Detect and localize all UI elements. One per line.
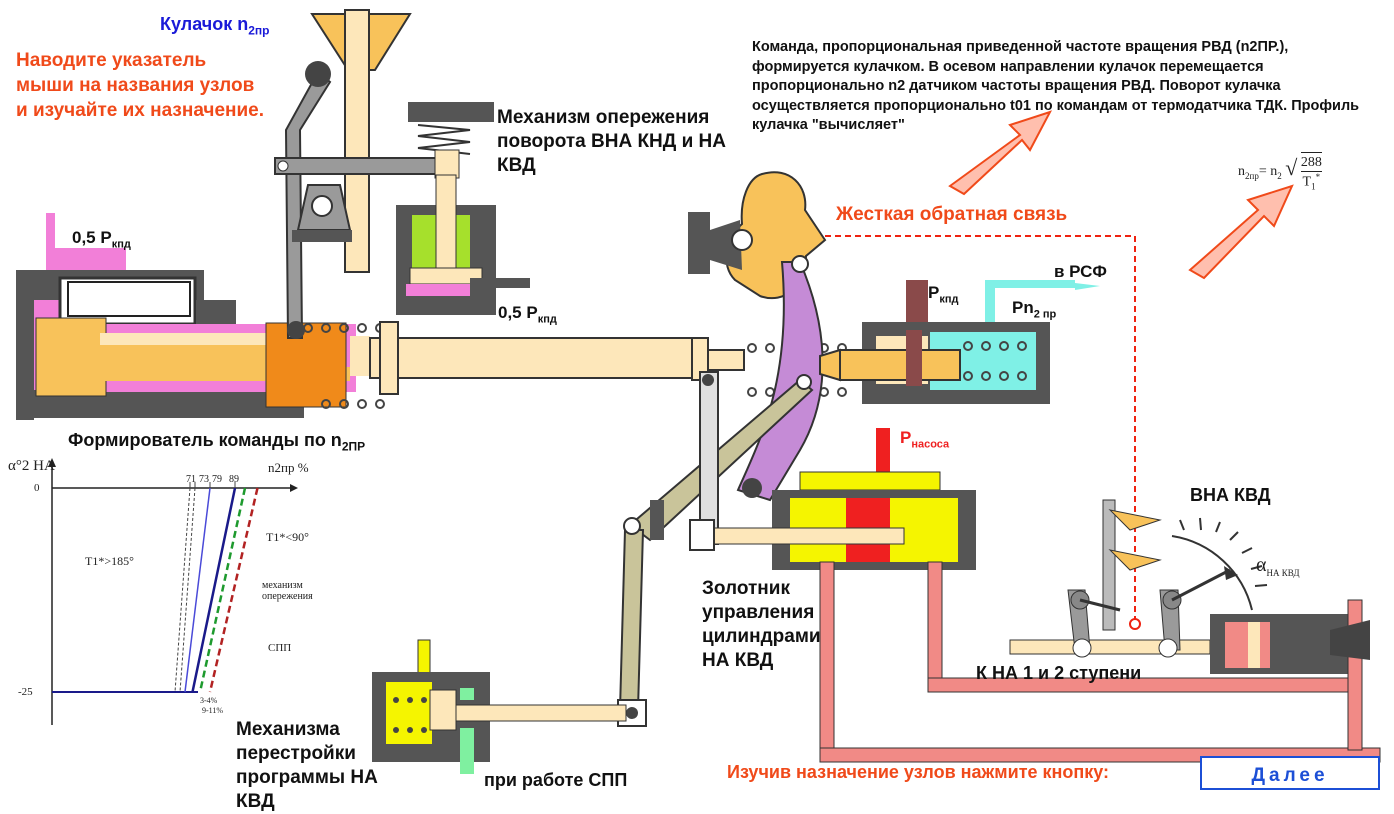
p-half-left-label: 0,5 Ркпд [72, 228, 131, 250]
cam-label[interactable]: Кулачок n2пр [160, 14, 269, 38]
former-label-text: Формирователь команды по n [68, 430, 342, 450]
formula-lhs: n [1238, 163, 1245, 179]
chart-annot-hot: Т1*>185° [85, 554, 134, 568]
study-hint: Изучив назначение узлов нажмите кнопку: [727, 762, 1110, 782]
cam-lever[interactable] [274, 61, 456, 339]
chart-annot-34: 3-4% [200, 696, 218, 705]
chart-annot-advance: механизм опережения [262, 580, 313, 602]
main-shaft [369, 321, 745, 395]
p-pump-text: Р [900, 428, 912, 447]
alpha-chart [48, 458, 298, 725]
hydromechanical-diagram [16, 9, 1381, 774]
sensor-spring-dots [963, 341, 1027, 381]
formula-den-sub: 1 [1311, 181, 1316, 192]
chart-y-arrow [48, 458, 56, 467]
chart-series-line-2 [184, 487, 211, 693]
spp-mode-label: при работе СПП [484, 770, 628, 790]
rigid-feedback-line [825, 235, 1136, 625]
alpha-sub: НА КВД [1266, 568, 1300, 578]
p-half-mid-label: 0,5 Ркпд [498, 303, 557, 325]
chart-series-group [174, 482, 259, 693]
formula-den-text: T [1302, 174, 1312, 190]
formula-fraction: 288 T1* [1300, 152, 1322, 191]
chart-xtick-1: 73 [199, 474, 209, 485]
sqrt-sign: √ [1285, 154, 1298, 180]
pn2-sub: 2 пр [1033, 308, 1057, 321]
alpha-text: α [1256, 554, 1267, 576]
chart-ytick-0: 0 [34, 482, 40, 494]
reprogram-label[interactable]: Механизма перестройки программы НА КВД [236, 719, 378, 812]
formula-lhs-sub: 2пр [1245, 170, 1259, 181]
control-spool[interactable] [689, 428, 1381, 763]
pn2-label: Рn2 пр [1012, 298, 1056, 320]
chart-x-arrow [290, 484, 298, 492]
pn2-text: Рn [1012, 298, 1034, 317]
formula: n2пр= n2 √ 288 T1* [1238, 152, 1322, 191]
chart-annot-spp: СПП [268, 642, 292, 654]
advance-mechanism-label[interactable]: Механизм опережения поворота ВНА КНД и Н… [497, 107, 726, 176]
reprogram-dots [393, 697, 427, 733]
p-half-left-sub: кпд [111, 238, 131, 251]
spool-label[interactable]: Золотник управления цилиндрами НА КВД [702, 578, 821, 671]
to-rsf-label: в РСФ [1054, 262, 1107, 281]
chart-xtick-3: 89 [229, 474, 239, 485]
p-kpd-text: Р [928, 283, 940, 302]
chart-series-line-1 [179, 487, 196, 693]
speed-sensor-unit[interactable] [819, 280, 1075, 404]
vna-kvd-assembly[interactable] [1009, 499, 1370, 751]
next-button[interactable]: Далее [1200, 756, 1380, 790]
chart-series-line-5 [208, 487, 259, 693]
chart-ytick-1: -25 [18, 686, 33, 698]
alpha-na-kvd-label: αНА КВД [1256, 554, 1300, 578]
former-label-sub: 2ПР [341, 439, 366, 454]
reprogram-mechanism[interactable] [372, 639, 627, 774]
chart-annot-cold: Т1*<90° [266, 530, 309, 544]
p-pump-label: Рнасоса [900, 428, 949, 450]
command-former-unit[interactable] [16, 213, 370, 420]
linkage-rods[interactable] [617, 371, 814, 727]
p-kpd-label: Ркпд [928, 283, 958, 305]
chart-ylabel: α°2 НА [8, 458, 55, 474]
chart-series-line-3 [191, 487, 237, 693]
formula-rhs-sub: 2 [1277, 170, 1282, 181]
p-pump-sub: насоса [911, 438, 950, 451]
description-text: Команда, пропорциональная приведенной ча… [752, 39, 1360, 134]
formula-num: 288 [1300, 155, 1322, 172]
formula-eq: = n [1258, 163, 1278, 179]
vna-kvd-label[interactable]: ВНА КВД [1190, 485, 1271, 505]
cam-label-text: Кулачок n [160, 14, 249, 34]
p-half-mid-text: 0,5 Р [498, 303, 538, 322]
chart-xlabel: n2пр % [268, 460, 309, 475]
formula-den-sup: * [1315, 172, 1321, 182]
p-half-mid-sub: кпд [537, 313, 557, 326]
feedback-lever[interactable] [736, 255, 824, 502]
p-half-left-text: 0,5 Р [72, 228, 112, 247]
chart-series-line-4 [198, 487, 247, 693]
former-label[interactable]: Формирователь команды по n2ПР [68, 430, 365, 454]
advance-mechanism[interactable] [396, 102, 530, 315]
chart-annot-911: 9-11% [202, 706, 224, 715]
p-kpd-sub: кпд [939, 293, 959, 306]
chart-series-line-0 [174, 487, 191, 693]
intro-hint: Наводите указатель мыши на названия узло… [16, 50, 265, 121]
cam-label-sub: 2пр [248, 23, 270, 38]
chart-xtick-0: 71 [186, 474, 196, 485]
to-na-label: К НА 1 и 2 ступени [976, 663, 1142, 683]
pointer-arrows [948, 110, 1294, 280]
rigid-feedback-label[interactable]: Жесткая обратная связь [836, 204, 1068, 225]
formula-den: T1* [1301, 172, 1322, 191]
rsf-arrow [1075, 283, 1100, 290]
chart-xtick-2: 79 [212, 474, 222, 485]
